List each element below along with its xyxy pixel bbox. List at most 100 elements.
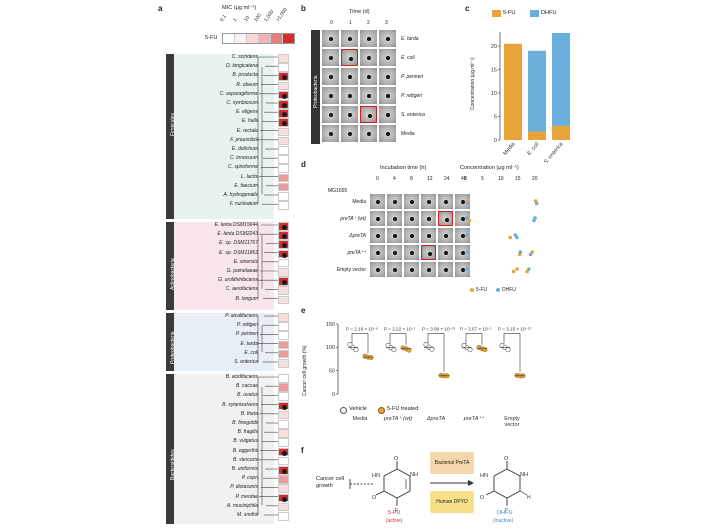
heatmap-cell <box>278 164 289 173</box>
species-label: C. spiroforme <box>227 164 258 171</box>
plate-well <box>438 262 453 277</box>
mic-label: 100 <box>253 12 263 23</box>
heatmap-cell <box>278 410 289 420</box>
concentration-dotplot-d <box>465 199 539 274</box>
plate-colony <box>392 199 397 204</box>
plate-colony <box>375 267 380 272</box>
conc-tick: 0 <box>464 176 467 182</box>
plate-colony <box>328 131 333 136</box>
conc-dot-dhfu <box>533 216 537 220</box>
group-bar-actinobacteria <box>166 222 174 310</box>
plate-well <box>404 228 419 243</box>
plate-colony <box>427 251 432 256</box>
plate-well <box>370 194 385 209</box>
plate-well <box>379 87 396 104</box>
plate-b-row-label: E. tarda <box>401 36 419 42</box>
plate-colony <box>460 199 465 204</box>
heatmap-cell <box>278 429 289 438</box>
heatmap-cell <box>278 475 289 484</box>
heatmap-dot <box>281 404 287 410</box>
timepoint-d: 24 <box>444 176 450 182</box>
conc-dot-fu <box>465 199 470 203</box>
plate-colony <box>385 74 390 79</box>
heatmap-cell <box>278 447 289 457</box>
species-label: E. sinensis <box>233 258 258 265</box>
c-y-tick-label: 0 <box>494 138 497 144</box>
e-category-line: Empty <box>504 416 520 422</box>
plate-colony <box>443 267 448 272</box>
c-category-label: S. enterica <box>543 141 564 163</box>
atom-o-top: O <box>394 456 399 462</box>
atom-hn: HN <box>480 473 488 479</box>
panel-d-legend: 5-FU DHFU <box>470 286 540 294</box>
plate-colony <box>460 267 465 272</box>
plate-well <box>322 30 339 47</box>
plate-colony <box>328 112 333 117</box>
plate-well <box>360 106 377 123</box>
conc-tick: 5 <box>481 176 484 182</box>
panel-c-letter: c <box>465 4 470 13</box>
conc-dot-dhfu <box>465 233 470 237</box>
species-label: B. longum <box>235 295 258 302</box>
panel-e-ylabel: Cancer cell growth (%) <box>302 345 308 396</box>
plate-colony <box>366 131 371 136</box>
timepoint-d: 8 <box>410 176 413 182</box>
plate-colony <box>328 36 333 41</box>
heatmap-dot <box>281 243 287 249</box>
plate-colony <box>409 216 414 221</box>
heatmap-cell <box>278 63 289 72</box>
plate-colony <box>328 74 333 79</box>
plate-colony <box>409 199 414 204</box>
mic-heatmap <box>278 54 290 526</box>
heatmap-cell <box>278 484 289 493</box>
plate-well <box>455 245 470 260</box>
substrate-label: 5-FU <box>388 510 401 516</box>
heatmap-dot <box>281 234 287 240</box>
heatmap-cell <box>278 72 289 81</box>
plate-well <box>404 262 419 277</box>
heatmap-cell <box>278 313 289 322</box>
plate-colony <box>385 112 390 117</box>
plate-well <box>341 49 358 66</box>
bar-dhfu <box>528 50 546 132</box>
conc-dot-dhfu <box>534 201 539 206</box>
e-category-label: Media <box>353 416 369 422</box>
conc-dot-dhfu <box>518 250 523 254</box>
heatmap-dot <box>281 252 287 258</box>
species-label: P. distasonis <box>230 484 258 491</box>
plate-grid-b <box>322 30 398 144</box>
plate-colony <box>366 74 371 79</box>
plate-well <box>404 211 419 226</box>
legend-dot-dhfu <box>496 288 500 292</box>
mic-label: 10 <box>243 15 252 23</box>
group-bg-bacteroidetes <box>171 374 274 524</box>
species-label: D. longicatena <box>226 63 258 70</box>
panel-b-xlabel: Time (d) <box>349 9 370 15</box>
conc-dot-fu <box>530 250 535 254</box>
species-label: P. copri <box>241 475 258 482</box>
plate-d-row-label: Empty vector <box>336 267 366 273</box>
group-bar-firmicutes <box>166 54 174 219</box>
timepoint: 0 <box>330 20 333 26</box>
species-label: E. lenta DSM15644 <box>214 222 258 228</box>
panel-b-timepoints: 0 1 2 3 <box>321 20 401 28</box>
legend-label-treated: 5-FU treated <box>387 406 419 412</box>
plate-well <box>387 262 402 277</box>
conc-dot-fu <box>511 269 516 274</box>
treated-dot <box>482 347 488 353</box>
plate-well <box>379 49 396 66</box>
e-y-tick-label: 50 <box>329 368 335 374</box>
species-label: E. coli <box>244 349 258 356</box>
treated-dot <box>368 355 374 361</box>
plate-well <box>387 245 402 260</box>
atom-f: F <box>395 508 399 514</box>
species-label: F. prausnitzii <box>230 136 258 143</box>
species-label: M. smithii <box>236 512 258 518</box>
atom-f: F <box>505 508 509 514</box>
c-y-tick-label: 10 <box>491 91 497 97</box>
heatmap-cell <box>278 192 289 201</box>
bar-fu <box>504 43 522 140</box>
species-label: C. symbiosum <box>226 100 258 106</box>
